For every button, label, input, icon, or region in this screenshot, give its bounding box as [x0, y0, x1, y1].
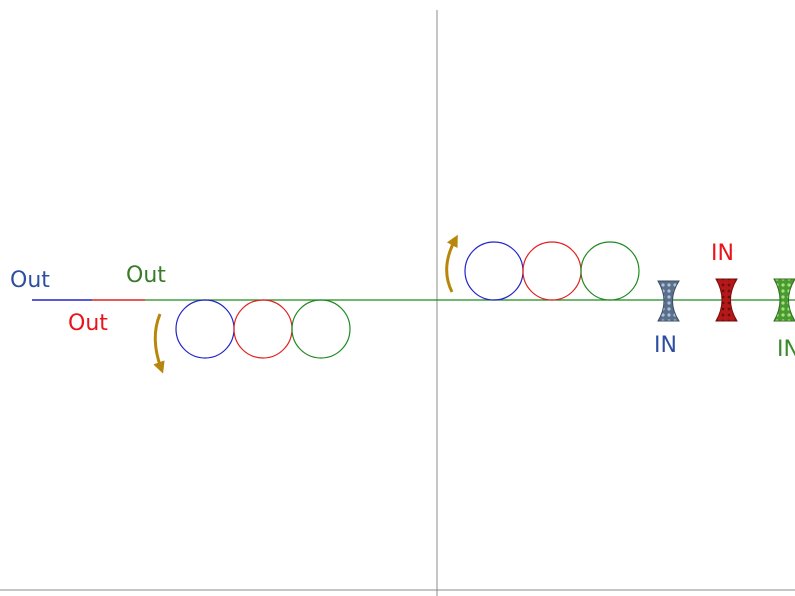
in-label-blue: IN — [654, 333, 677, 358]
left-roller-blue — [175, 299, 235, 359]
out-label-blue: Out — [10, 268, 50, 293]
in-label-green: IN — [777, 337, 795, 362]
curved-arrow-up-icon — [445, 234, 458, 293]
right-roller-red — [522, 241, 582, 301]
in-label-red: IN — [711, 241, 734, 266]
out-label-green: Out — [126, 263, 166, 288]
green-cutter-icon — [773, 278, 795, 322]
right-roller-green — [580, 241, 640, 301]
left-roller-red — [233, 299, 293, 359]
blue-cutter-icon — [657, 280, 680, 322]
left-roller-green — [291, 299, 351, 359]
right-roller-blue — [464, 241, 524, 301]
red-cutter-icon — [715, 278, 738, 322]
curved-arrow-down-icon — [153, 313, 165, 374]
out-label-red: Out — [68, 311, 108, 336]
